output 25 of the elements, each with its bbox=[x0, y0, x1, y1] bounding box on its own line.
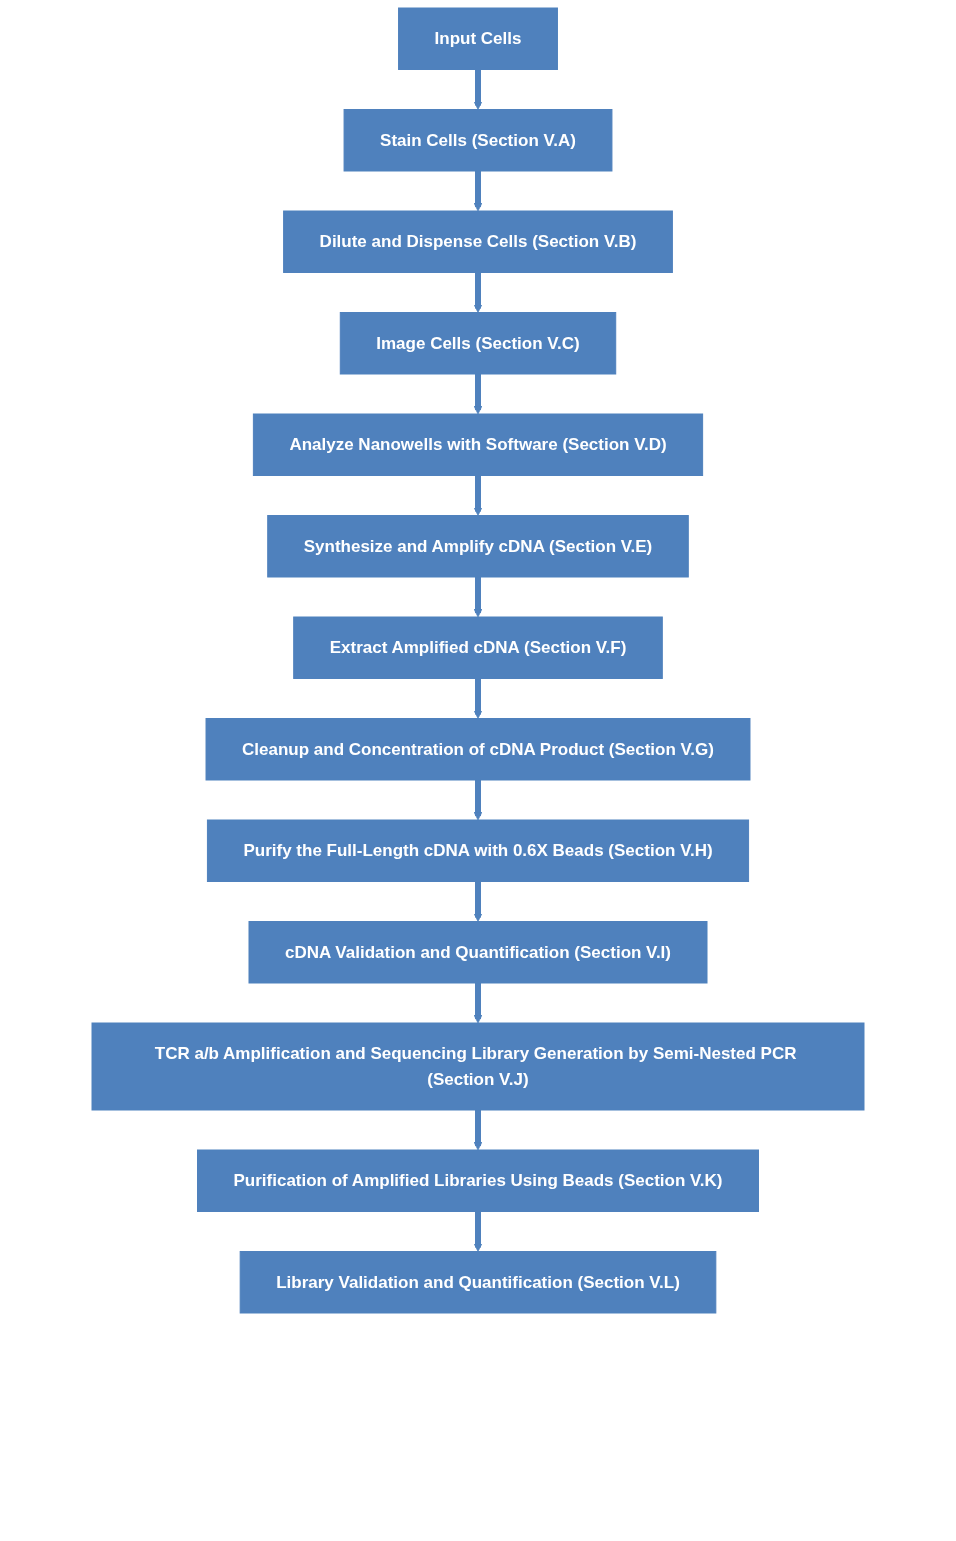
arrow bbox=[473, 881, 483, 922]
node-box: Analyze Nanowells with Software (Section V.D) bbox=[252, 413, 704, 476]
arrow bbox=[473, 780, 483, 821]
node-box: Input Cells bbox=[398, 7, 558, 70]
node-box: Image Cells (Section V.C) bbox=[339, 312, 617, 375]
node-box: Dilute and Dispense Cells (Section V.B) bbox=[283, 210, 673, 273]
arrow bbox=[473, 678, 483, 719]
arrow bbox=[473, 171, 483, 212]
node-box: Purification of Amplified Libraries Using Beads (Section V.K) bbox=[197, 1149, 759, 1212]
arrow bbox=[473, 983, 483, 1024]
arrow bbox=[473, 1110, 483, 1151]
node-box: TCR a/b Amplification and Sequencing Library Generation by Semi-Nested PCR (Section V.J) bbox=[91, 1022, 865, 1111]
node-box: Extract Amplified cDNA (Section V.F) bbox=[293, 616, 663, 679]
node-box: Cleanup and Concentration of cDNA Product (Section V.G) bbox=[205, 718, 751, 781]
node-box: Purify the Full-Length cDNA with 0.6X Beads (Section V.H) bbox=[206, 819, 750, 882]
arrow bbox=[473, 1211, 483, 1252]
arrow bbox=[473, 577, 483, 618]
node-box: Synthesize and Amplify cDNA (Section V.E) bbox=[267, 515, 689, 578]
node-box: Stain Cells (Section V.A) bbox=[343, 109, 613, 172]
arrow bbox=[473, 374, 483, 415]
node-box: Library Validation and Quantification (Section V.L) bbox=[239, 1251, 717, 1314]
arrow bbox=[473, 272, 483, 313]
arrow bbox=[473, 475, 483, 516]
node-box: cDNA Validation and Quantification (Section V.I) bbox=[248, 921, 708, 984]
arrow bbox=[473, 69, 483, 110]
